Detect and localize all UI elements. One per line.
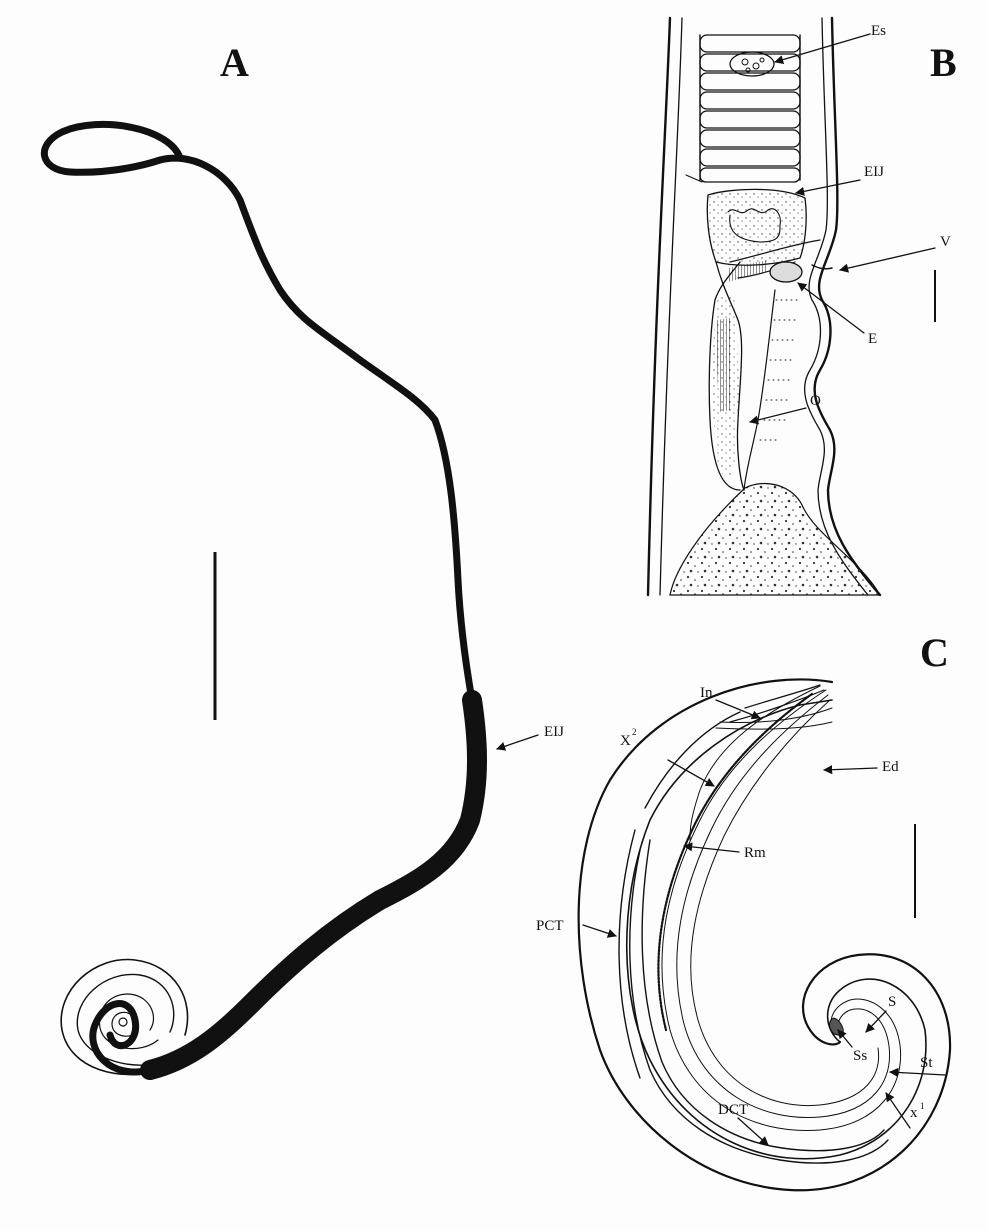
panel-c-label-x2: X <box>620 733 631 749</box>
panel-b-esophagus <box>700 35 800 182</box>
panel-b: B <box>648 18 957 595</box>
panel-c-body-outline <box>579 679 950 1190</box>
panel-a-arrow-eij <box>497 735 538 749</box>
panel-a: A EIJ <box>44 40 564 1074</box>
panel-b-label-e: E <box>868 331 877 347</box>
panel-a-worm <box>44 124 477 1074</box>
panel-c-spicule-apparatus <box>619 685 901 1163</box>
panel-c-label-st: St <box>920 1055 933 1071</box>
panel-b-egg <box>770 262 802 282</box>
panel-b-egg-mass <box>670 483 880 595</box>
panel-c-label-rm: Rm <box>744 845 766 861</box>
panel-c-label-pct: PCT <box>536 918 564 934</box>
panel-b-cuticle-left-inner <box>660 18 682 595</box>
panel-b-intestine <box>709 240 820 490</box>
panel-c-letter: C <box>920 630 949 675</box>
panel-c-label-x1-superscript: 1 <box>920 1101 925 1111</box>
panel-b-letter: B <box>930 40 957 85</box>
panel-b-label-v: V <box>940 234 951 250</box>
panel-c-label-in: In <box>700 685 713 701</box>
panel-a-letter: A <box>220 40 249 85</box>
panel-c-label-x2-superscript: 2 <box>632 727 637 737</box>
panel-c-label-ed: Ed <box>882 759 899 775</box>
panel-b-eij-block <box>707 189 806 265</box>
panel-c-label-dct: DCT <box>718 1102 748 1118</box>
panel-b-cuticle-left-outer <box>648 18 670 595</box>
panel-b-label-o: O <box>810 393 821 409</box>
panel-c-label-s: S <box>888 994 896 1010</box>
panel-b-label-eij: EIJ <box>864 164 884 180</box>
panel-a-label-eij: EIJ <box>544 724 564 740</box>
panel-c-label-ss: Ss <box>853 1048 867 1064</box>
panel-b-cuticle-right-inner <box>805 18 868 595</box>
panel-b-vulva <box>812 265 832 269</box>
panel-c: C In X 2 Ed Rm <box>536 630 950 1190</box>
panel-b-label-es: Es <box>871 23 886 39</box>
panel-c-label-x1: x <box>910 1105 918 1121</box>
